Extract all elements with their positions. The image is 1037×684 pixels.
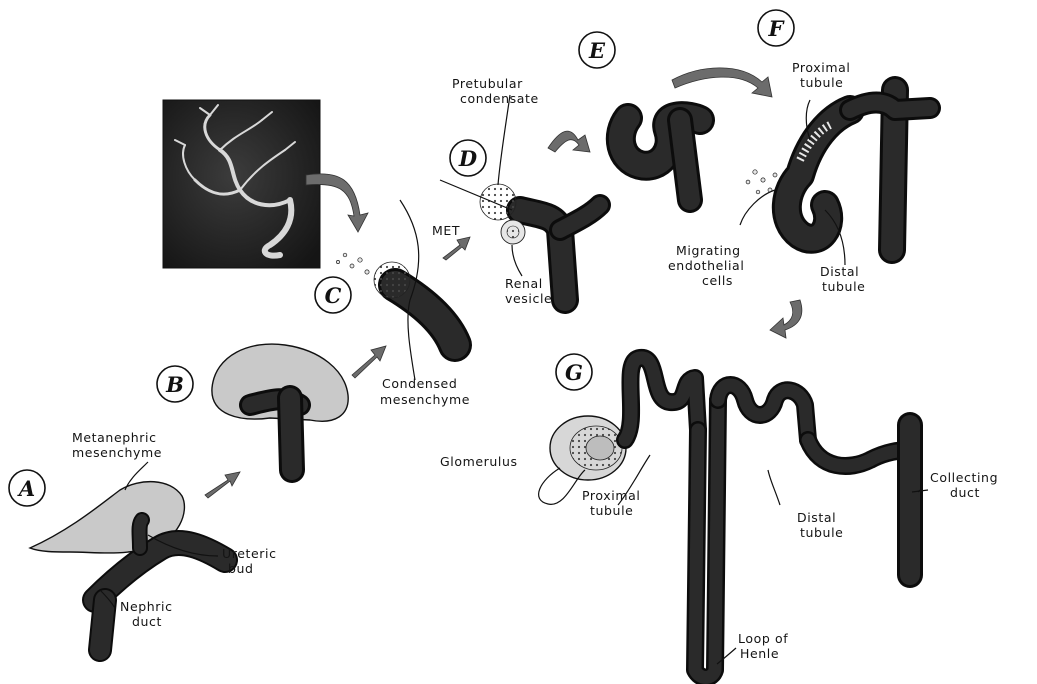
arrow-f-to-g xyxy=(770,300,802,338)
label-migrating-endothelial-cells-3: cells xyxy=(702,273,733,288)
label-metanephric-mesenchyme-2: mesenchyme xyxy=(72,445,162,460)
stage-a-illustration xyxy=(30,482,225,650)
stage-letter-d: D xyxy=(458,146,478,171)
stage-letter-f: F xyxy=(768,16,786,41)
arrow-a-to-b xyxy=(205,472,240,498)
label-distal-tubule-f-2: tubule xyxy=(822,279,865,294)
label-ureteric-bud-2: bud xyxy=(228,561,254,576)
label-collecting-duct-2: duct xyxy=(950,485,980,500)
label-ureteric-bud-1: Ureteric xyxy=(222,546,277,561)
label-nephric-duct-1: Nephric xyxy=(120,599,173,614)
label-glomerulus: Glomerulus xyxy=(440,454,518,469)
ureteric-tree-photo xyxy=(163,100,320,268)
label-distal-tubule-g-1: Distal xyxy=(797,510,836,525)
label-loop-of-henle-2: Henle xyxy=(740,646,779,661)
label-metanephric-mesenchyme-1: Metanephric xyxy=(72,430,157,445)
stage-b-illustration xyxy=(212,344,348,470)
label-loop-of-henle-1: Loop of xyxy=(738,631,788,646)
label-proximal-tubule-f-1: Proximal xyxy=(792,60,850,75)
arrow-b-to-c xyxy=(352,346,386,378)
label-pretubular-condensate-2: condensate xyxy=(460,91,539,106)
label-renal-vesicle-1: Renal xyxy=(505,276,543,291)
stage-e-illustration xyxy=(621,116,700,200)
label-pretubular-condensate-1: Pretubular xyxy=(452,76,523,91)
label-condensed-mesenchyme-2: mesenchyme xyxy=(380,392,470,407)
stage-d-illustration xyxy=(440,95,600,300)
stage-letter-g: G xyxy=(565,360,583,385)
label-distal-tubule-g-2: tubule xyxy=(800,525,843,540)
stage-f-illustration xyxy=(740,90,930,265)
arrow-e-to-f xyxy=(672,68,772,97)
label-distal-tubule-f-1: Distal xyxy=(820,264,859,279)
label-collecting-duct-1: Collecting xyxy=(930,470,998,485)
label-migrating-endothelial-cells-1: Migrating xyxy=(676,243,741,258)
label-proximal-tubule-g-2: tubule xyxy=(590,503,633,518)
stage-letter-a: A xyxy=(17,476,35,501)
label-proximal-tubule-g-1: Proximal xyxy=(582,488,640,503)
stage-letter-b: B xyxy=(165,372,184,397)
arrow-c-to-d xyxy=(443,237,470,260)
label-renal-vesicle-2: vesicle xyxy=(505,291,552,306)
stage-letter-e: E xyxy=(588,38,606,63)
stage-letter-c: C xyxy=(325,283,342,308)
label-migrating-endothelial-cells-2: endothelial xyxy=(668,258,744,273)
label-condensed-mesenchyme-1: Condensed xyxy=(382,376,457,391)
label-met: MET xyxy=(432,223,460,238)
arrow-d-to-e xyxy=(548,131,590,152)
label-proximal-tubule-f-2: tubule xyxy=(800,75,843,90)
label-nephric-duct-2: duct xyxy=(132,614,162,629)
